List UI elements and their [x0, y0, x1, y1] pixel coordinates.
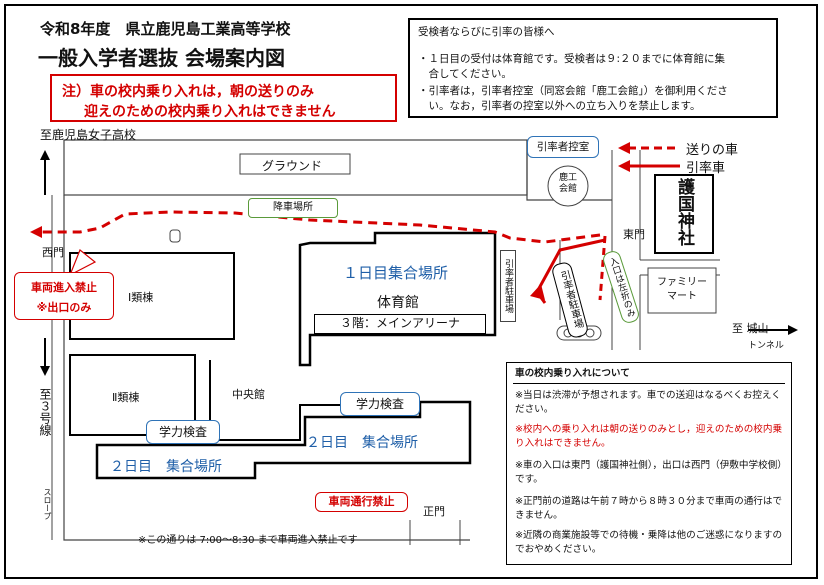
notes-divider [513, 383, 785, 384]
academic-test-callout-1: 学力検査 [146, 420, 220, 444]
day1-assembly-label: １日目集合場所 [343, 264, 449, 282]
kagyo-hall-circle [547, 165, 589, 207]
info-bullet-2-line-1: ・引率者は，引率者控室（同窓会館「鹿工会館」）を御利用くださ [418, 85, 728, 97]
note-4: ※正門前の道路は午前７時から８時３０分まで車両の通行はできません。 [515, 496, 783, 521]
note-2: ※校内への乗り入れは朝の送りのみとし，迎えのための校内乗り入れはできません。 [515, 424, 783, 449]
info-box: 受検者ならびに引率の皆様へ ・１日目の受付は体育館です。受検者は９:２０までに体… [408, 18, 778, 118]
to-shiroyama-label: 至 城山 [732, 322, 769, 335]
no-entry-callout: 車両進入禁止 ※出口のみ [14, 272, 114, 320]
escort-parking-label: 引率者駐車場 [500, 250, 516, 322]
main-arena-label: ３階：メインアリーナ [314, 314, 486, 334]
notice-line-1: 注）車の校内乗り入れは，朝の送りのみ [62, 84, 314, 100]
escort-room-callout: 引率者控室 [527, 136, 599, 158]
road-note-label: ※この通りは 7:00～8:30 まで車両進入禁止です [138, 535, 358, 546]
academic-test-callout-2: 学力検査 [340, 392, 420, 416]
shrine-label: 護国神社 [674, 178, 694, 246]
central-hall-shape [209, 360, 350, 441]
legend-dropoff-arrow [618, 142, 630, 154]
note-5: ※近隣の商業施設等での待機・乗降は他のご迷惑になりますのでおやめください。 [515, 530, 783, 555]
car-entry-notes-panel: 車の校内乗り入れについて ※当日は渋滞が予想されます。車での送迎はなるべくお控え… [506, 362, 792, 565]
notice-box: 注）車の校内乗り入れは，朝の送りのみ 迎えのための校内乗り入れはできません [50, 74, 397, 122]
legend-escort-arrow [618, 160, 630, 172]
info-heading: 受検者ならびに引率の皆様へ [418, 26, 555, 38]
east-road-route [598, 235, 607, 301]
east-arrow-head [788, 325, 798, 335]
building1-label: Ⅰ類棟 [128, 291, 154, 304]
north-arrow-head [40, 150, 50, 160]
south-arrow-head [40, 366, 50, 376]
legend-escort-label: 引率車 [686, 161, 726, 176]
no-entry-text: 車両進入禁止 [31, 281, 97, 294]
day2-area-shape [95, 400, 472, 480]
ground-label-box [239, 153, 351, 175]
exit-only-text: ※出口のみ [36, 301, 92, 314]
shrine-box [654, 174, 714, 254]
ground-label: グラウンド [262, 159, 323, 173]
notes-heading: 車の校内乗り入れについて [515, 368, 630, 379]
legend-dropoff-label: 送りの車 [686, 143, 739, 158]
day2-assembly-label-1: ２日目 集合場所 [110, 459, 222, 475]
campus-boundary-east [526, 140, 612, 201]
lamp-icon [169, 229, 181, 243]
day2-assembly-label-2: ２日目 集合場所 [306, 435, 418, 451]
info-bullet-1-line-1: ・１日目の受付は体育館です。受検者は９:２０までに体育館に集 [418, 53, 725, 65]
note-1: ※当日は渋滞が予想されます。車での送迎はなるべくお控えください。 [515, 390, 781, 415]
note-3: ※車の入口は東門（護国神社側），出口は西門（伊敷中学校側）です。 [515, 460, 787, 485]
building2-label: Ⅱ類棟 [112, 391, 140, 404]
page-title: 一般入学者選抜 会場案内図 [38, 46, 285, 70]
escort-route-arrow [530, 284, 545, 300]
slope-label: スロープ [43, 488, 52, 520]
central-hall-label: 中央館 [232, 388, 265, 401]
gym-label: 体育館 [377, 295, 419, 311]
school-name: 令和8年度 県立鹿児島工業高等学校 [40, 20, 291, 38]
dropoff-route-arrow [30, 226, 42, 238]
family-mart-box [647, 267, 717, 314]
to-girls-school-label: 至鹿児島女子高校 [40, 128, 137, 142]
tunnel-label: トンネル [748, 341, 784, 351]
notice-line-2: 迎えのための校内乗り入れはできません [84, 104, 336, 120]
family-mart-label: ファミリー マート [657, 277, 707, 302]
no-entry-pointer [68, 249, 97, 277]
dropoff-area-label: 降車場所 [248, 198, 338, 218]
east-gate-label: 東門 [623, 228, 645, 241]
west-gate-label: 西門 [42, 246, 64, 259]
to-route3-label: 至３号線 [38, 388, 52, 436]
kagyo-hall-label: 鹿工 会館 [558, 173, 577, 194]
info-bullet-1-line-2: 合してください。 [418, 68, 512, 80]
no-vehicle-passage-callout: 車両通行禁止 [315, 492, 408, 512]
info-bullet-2-line-2: い。なお，引率者の控室以外への立ち入りを禁止します。 [418, 100, 701, 112]
main-gate-label: 正門 [423, 505, 445, 518]
